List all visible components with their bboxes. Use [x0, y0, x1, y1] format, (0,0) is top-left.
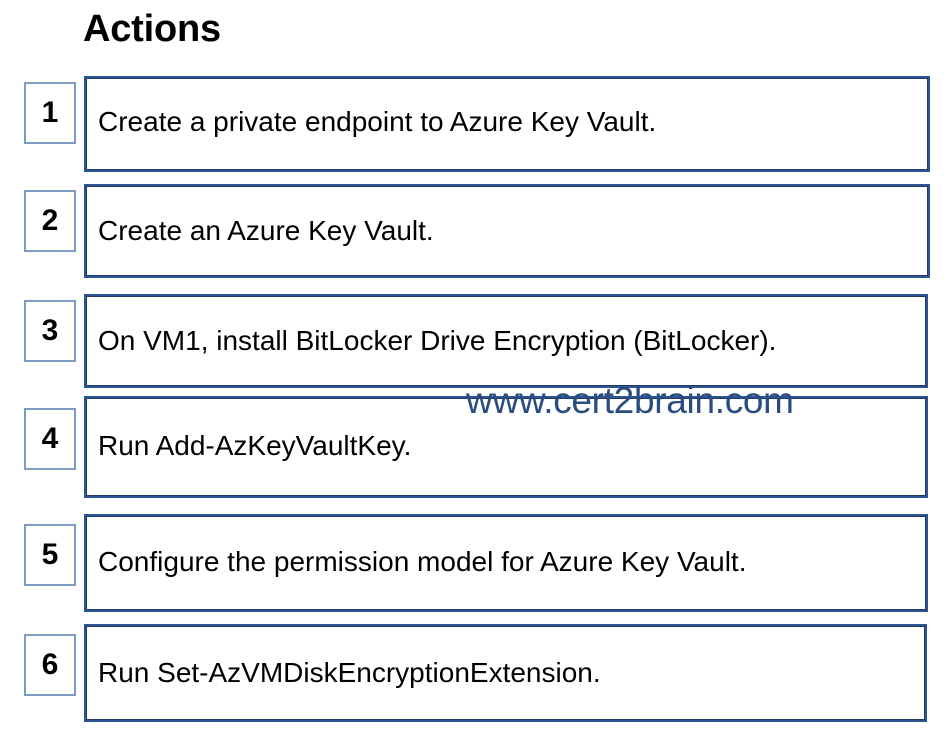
action-number-5: 5 — [24, 524, 76, 586]
action-text-1: Create a private endpoint to Azure Key V… — [98, 106, 657, 137]
action-number-2: 2 — [24, 190, 76, 252]
action-box-6[interactable]: Run Set-AzVMDiskEncryptionExtension. — [84, 624, 927, 722]
action-box-2[interactable]: Create an Azure Key Vault. — [84, 184, 930, 278]
action-box-5[interactable]: Configure the permission model for Azure… — [84, 514, 928, 612]
action-text-2: Create an Azure Key Vault. — [98, 215, 434, 246]
page-title: Actions — [83, 8, 221, 50]
action-number-3: 3 — [24, 300, 76, 362]
watermark-cert2brain: www.cert2brain.com — [466, 380, 794, 421]
action-box-1[interactable]: Create a private endpoint to Azure Key V… — [84, 76, 930, 172]
action-number-1: 1 — [24, 82, 76, 144]
action-number-4: 4 — [24, 408, 76, 470]
action-box-3[interactable]: On VM1, install BitLocker Drive Encrypti… — [84, 294, 928, 388]
action-text-4: Run Add-AzKeyVaultKey. — [98, 430, 412, 461]
action-number-6: 6 — [24, 634, 76, 696]
action-text-5: Configure the permission model for Azure… — [98, 546, 747, 577]
action-text-6: Run Set-AzVMDiskEncryptionExtension. — [98, 657, 601, 688]
action-text-3: On VM1, install BitLocker Drive Encrypti… — [98, 325, 777, 356]
